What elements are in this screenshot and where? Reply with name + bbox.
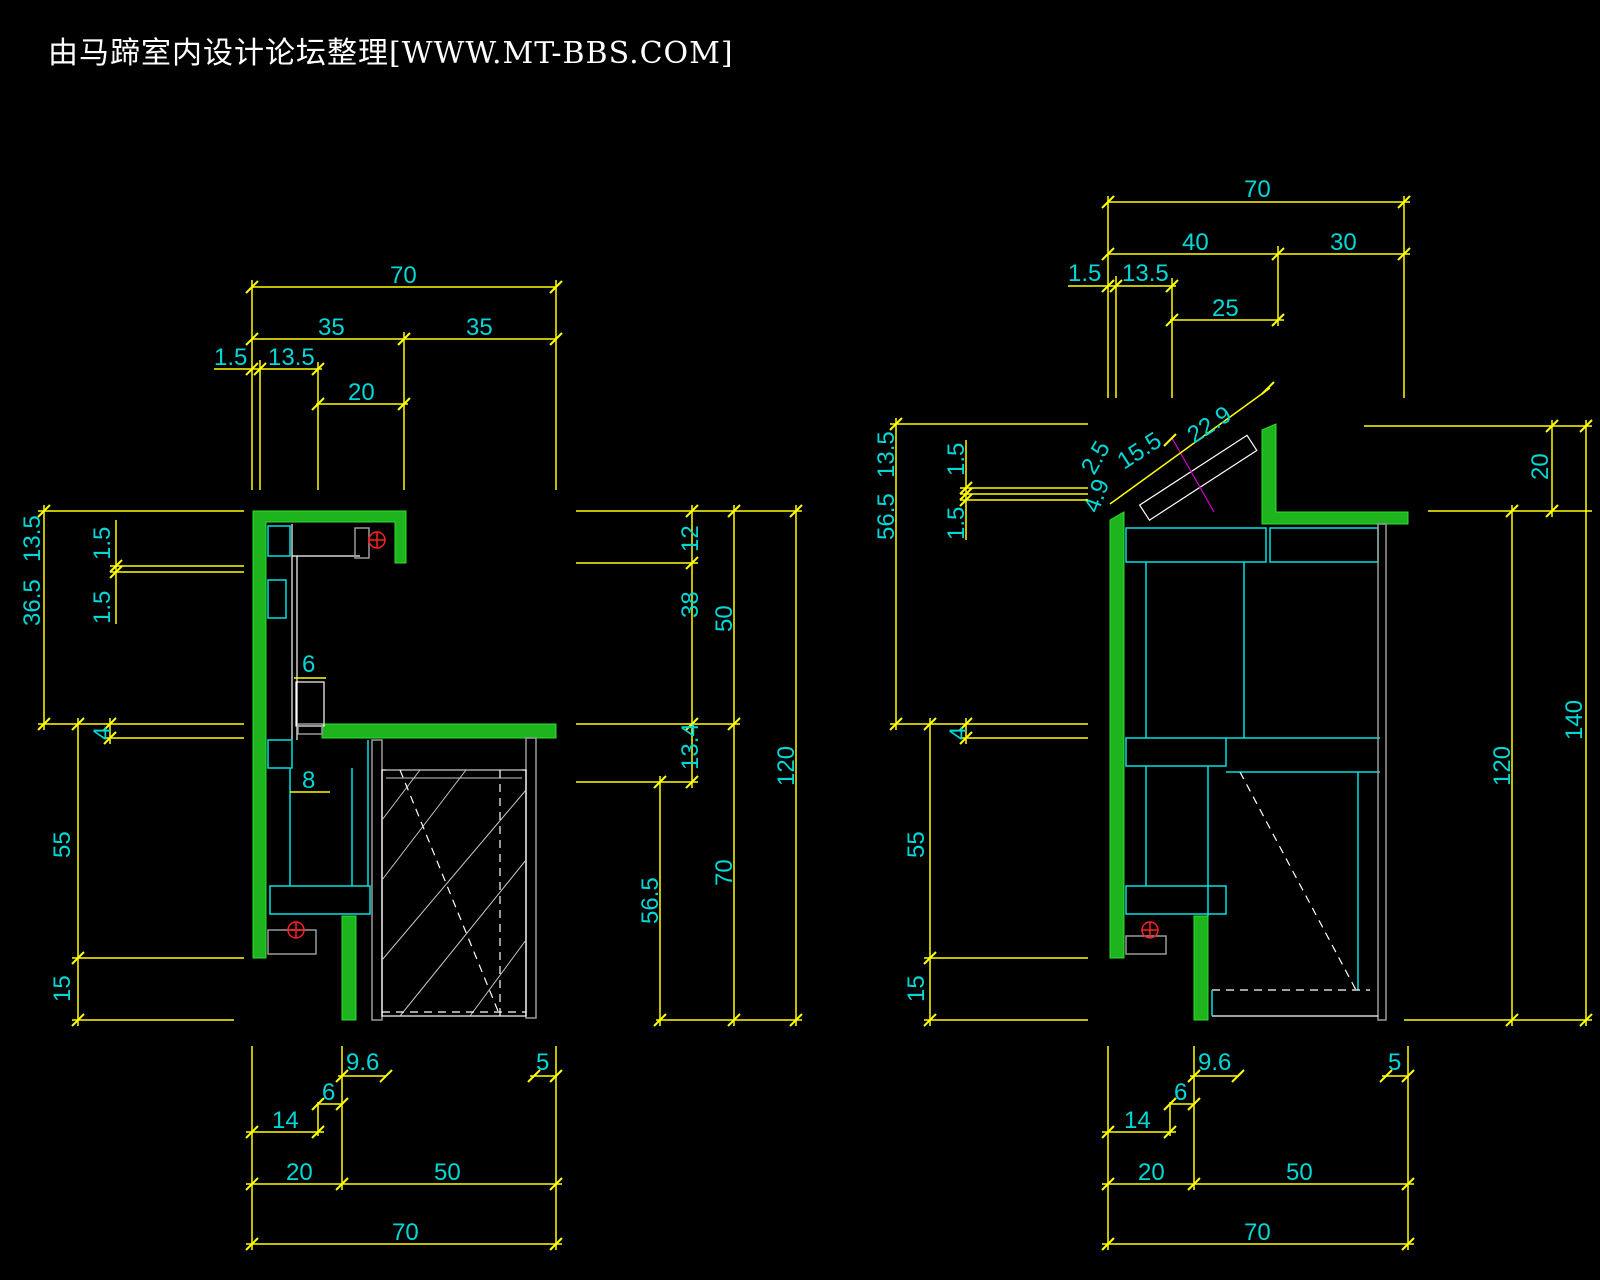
dim-right-right-c: 120 xyxy=(1489,746,1516,786)
dim-left-bottom-c: 6 xyxy=(322,1079,335,1106)
dim-left-side-g: 15 xyxy=(49,975,76,1002)
right-right-dimensions: 20 140 120 xyxy=(1364,419,1593,1027)
dim-left-top-inner: 20 xyxy=(348,379,375,406)
right-top-dimensions: 70 40 30 1.5 13.5 25 xyxy=(1068,176,1411,398)
dim-left-side-d: 1.5 xyxy=(89,591,116,624)
right-sloped-top xyxy=(1261,423,1409,525)
dim-right-right-a: 20 xyxy=(1527,453,1554,480)
dim-left-top-overall: 70 xyxy=(390,262,417,289)
right-slope-panel xyxy=(1138,434,1258,521)
left-bottom-dimensions: 9.6 5 6 14 20 50 70 xyxy=(245,1046,563,1251)
left-upper-cabinet xyxy=(267,524,386,740)
left-worktop xyxy=(321,723,557,739)
left-plinth xyxy=(341,915,357,1021)
dim-right-top-overall: 70 xyxy=(1244,176,1271,203)
dim-left-right-d: 13.4 xyxy=(677,723,704,770)
dim-left-side-a: 13.5 xyxy=(19,515,46,562)
dim-right-bottom-d: 14 xyxy=(1124,1107,1151,1134)
dim-right-left-d: 1.5 xyxy=(943,507,970,540)
dim-left-side-b: 1.5 xyxy=(89,527,116,560)
dim-left-bottom-d: 14 xyxy=(272,1107,299,1134)
dim-left-right-g: 120 xyxy=(773,746,800,786)
right-upper-cabinet xyxy=(1125,527,1380,773)
dim-right-bottom-c: 6 xyxy=(1174,1079,1187,1106)
dim-left-bottom-f: 50 xyxy=(434,1159,461,1186)
dim-left-mid-6: 6 xyxy=(302,651,315,678)
dim-left-top-half-b: 35 xyxy=(466,314,493,341)
dim-left-right-e: 56.5 xyxy=(637,877,664,924)
dim-right-slope-d: 4.9 xyxy=(1078,475,1115,516)
right-slope-dimensions: 22.9 15.5 2.5 4.9 xyxy=(1076,381,1275,516)
dim-right-left-c: 1.5 xyxy=(943,443,970,476)
dim-left-top-thk: 1.5 xyxy=(214,344,247,371)
dim-right-left-g: 15 xyxy=(903,975,930,1002)
dim-left-top-half-a: 35 xyxy=(318,314,345,341)
dim-right-bottom-e: 20 xyxy=(1138,1159,1165,1186)
dim-left-bottom-b: 5 xyxy=(536,1049,549,1076)
dim-left-bottom-g: 70 xyxy=(392,1219,419,1246)
left-lower-cabinet xyxy=(267,739,371,955)
dim-right-slope-a: 22.9 xyxy=(1183,401,1237,449)
dim-right-slope-c: 2.5 xyxy=(1076,437,1116,479)
dim-left-right-b: 38 xyxy=(677,591,704,618)
right-green-profile xyxy=(1109,511,1125,959)
drawing-title: 由马蹄室内设计论坛整理[WWW.MT-BBS.COM] xyxy=(48,36,734,71)
dim-right-top-thk: 1.5 xyxy=(1068,260,1101,287)
left-top-dimensions: 70 35 35 1.5 13.5 20 xyxy=(214,262,563,490)
dim-left-bottom-e: 20 xyxy=(286,1159,313,1186)
left-glass-cabinet xyxy=(371,737,537,1021)
left-right-dimensions: 12 38 50 13.4 56.5 70 120 xyxy=(576,504,803,1027)
dim-right-bottom-g: 70 xyxy=(1244,1219,1271,1246)
dim-right-left-f: 55 xyxy=(903,831,930,858)
dim-right-top-depth: 13.5 xyxy=(1122,260,1169,287)
dim-left-bottom-a: 9.6 xyxy=(346,1049,379,1076)
left-mid-dimensions: 6 8 xyxy=(290,651,330,794)
right-bottom-dimensions: 9.6 5 6 14 20 50 70 xyxy=(1101,1046,1415,1251)
right-plinth xyxy=(1193,915,1209,1021)
dim-left-side-e: 4 xyxy=(89,727,116,740)
dim-right-left-b: 56.5 xyxy=(873,493,900,540)
right-section: 70 40 30 1.5 13.5 25 22.9 15.5 2.5 4.9 xyxy=(873,176,1593,1251)
dim-right-top-a: 40 xyxy=(1182,229,1209,256)
dim-left-right-a: 12 xyxy=(677,525,704,552)
dim-right-bottom-b: 5 xyxy=(1388,1049,1401,1076)
dim-left-right-c: 50 xyxy=(711,605,738,632)
dim-right-top-c: 25 xyxy=(1212,295,1239,322)
dim-right-left-a: 13.5 xyxy=(873,431,900,478)
dim-right-right-b: 140 xyxy=(1561,700,1588,740)
dim-left-top-depth: 13.5 xyxy=(268,344,315,371)
right-left-dimensions: 13.5 56.5 1.5 1.5 4 55 15 xyxy=(873,417,1088,1027)
dim-left-side-c: 36.5 xyxy=(19,579,46,626)
dim-right-bottom-f: 50 xyxy=(1286,1159,1313,1186)
left-side-dimensions: 13.5 1.5 36.5 1.5 4 55 15 xyxy=(19,504,244,1027)
dim-left-mid-8: 8 xyxy=(302,767,315,794)
dim-left-right-f: 70 xyxy=(711,859,738,886)
left-green-profile xyxy=(252,510,407,959)
right-lower-cabinet xyxy=(1125,523,1387,1021)
dim-right-slope-b: 15.5 xyxy=(1113,427,1167,475)
left-section: 70 35 35 1.5 13.5 20 xyxy=(19,262,803,1251)
dim-left-side-f: 55 xyxy=(49,831,76,858)
dim-right-top-b: 30 xyxy=(1330,229,1357,256)
dim-right-left-e: 4 xyxy=(945,727,972,740)
dim-right-bottom-a: 9.6 xyxy=(1198,1049,1231,1076)
